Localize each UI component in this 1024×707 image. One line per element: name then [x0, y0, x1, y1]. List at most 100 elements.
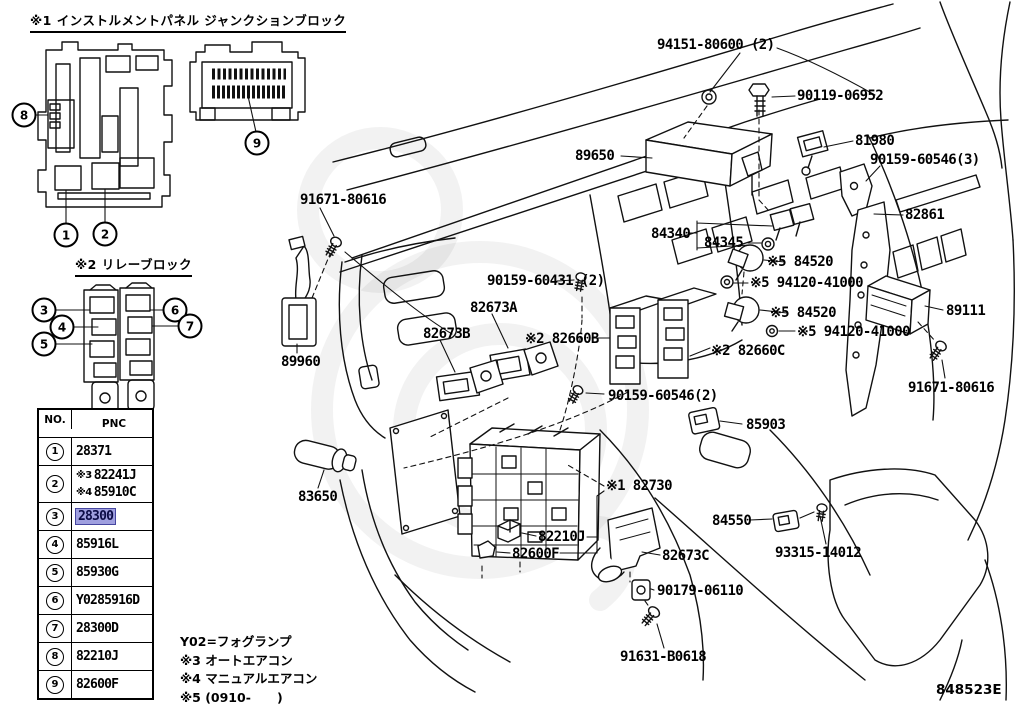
- part-label: 81980: [855, 133, 895, 149]
- pnc-cell[interactable]: 82210J: [72, 643, 152, 670]
- pnc-cell[interactable]: 28300: [72, 503, 152, 530]
- part-label: 89960: [281, 354, 321, 370]
- circled-number: 7: [46, 619, 64, 638]
- part-label: ※5 94120-41000: [750, 275, 864, 291]
- callout-5: 5: [31, 331, 57, 357]
- circled-number: 9: [46, 675, 64, 694]
- footnote-line: Y02=フォグランプ: [180, 634, 292, 649]
- table-row-3[interactable]: 3 28300: [39, 502, 152, 530]
- junction-block-drawing: [34, 41, 306, 225]
- circled-number: 6: [46, 591, 64, 610]
- callout-9: 9: [244, 130, 270, 156]
- part-label: 84550: [712, 513, 752, 529]
- part-label: 89650: [575, 148, 615, 164]
- pnc-code-selected[interactable]: 28300: [74, 508, 117, 525]
- callout-1: 1: [53, 222, 79, 248]
- part-label: ※5 84520: [770, 305, 837, 321]
- row-number: 7: [39, 615, 72, 642]
- row-number: 8: [39, 643, 72, 670]
- footnote-line: ※5 (0910- ): [180, 689, 283, 705]
- footnotes: Y02=フォグランプ ※3 オートエアコン ※4 マニュアルエアコン ※5 (0910…: [180, 633, 317, 707]
- part-label: 84345: [704, 235, 744, 251]
- part-label: 90179-06110: [657, 583, 744, 599]
- pnc-code[interactable]: 28371: [76, 444, 112, 459]
- footnote-line: ※3 オートエアコン: [180, 652, 293, 668]
- pnc-code[interactable]: 28300D: [76, 621, 119, 636]
- part-label: 91671-80616: [300, 192, 387, 208]
- part-label: 94151-80600 (2): [657, 37, 775, 53]
- pnc-code[interactable]: 82600F: [76, 677, 119, 692]
- circled-number: 4: [46, 535, 64, 554]
- part-label: 82673A: [470, 300, 518, 316]
- part-label: 93315-14012: [775, 545, 862, 561]
- table-row-4[interactable]: 4 85916L: [39, 530, 152, 558]
- pnc-cell[interactable]: 85916L: [72, 531, 152, 558]
- part-label: 90159-60431 (2): [487, 273, 605, 289]
- table-row-8[interactable]: 8 82210J: [39, 642, 152, 670]
- part-label: 84340: [651, 226, 691, 242]
- pnc-code[interactable]: 85930G: [76, 565, 119, 580]
- pnc-cell[interactable]: 28300D: [72, 615, 152, 642]
- pnc-code[interactable]: 85910C: [93, 485, 137, 500]
- callout-2: 2: [92, 221, 118, 247]
- table-row-5[interactable]: 5 85930G: [39, 558, 152, 586]
- pnc-prefix: ※4: [76, 487, 92, 498]
- row-number: 6: [39, 587, 72, 614]
- pnc-cell[interactable]: Y0285916D: [72, 587, 152, 614]
- part-label: 90119-06952: [797, 88, 884, 104]
- part-label: ※5 94120-41000: [797, 324, 911, 340]
- part-label: ※2 82660B: [525, 331, 599, 347]
- pnc-prefix: ※3: [76, 470, 92, 481]
- leader-lines: [296, 47, 946, 649]
- col-header-no: NO.: [39, 410, 72, 429]
- row-number: 4: [39, 531, 72, 558]
- table-row-7[interactable]: 7 28300D: [39, 614, 152, 642]
- footnote-line: ※4 マニュアルエアコン: [180, 671, 318, 686]
- table-row-9[interactable]: 9 82600F: [39, 670, 152, 698]
- circled-number: 5: [46, 563, 64, 582]
- part-label: ※5 84520: [767, 254, 834, 270]
- circled-number: 1: [46, 442, 64, 461]
- callout-4: 4: [49, 314, 75, 340]
- pnc-cell[interactable]: 85930G: [72, 559, 152, 586]
- part-label: 82673B: [423, 326, 471, 342]
- row-number: 3: [39, 503, 72, 530]
- part-label: ※2 82660C: [711, 343, 785, 359]
- part-label: 82210J: [538, 529, 586, 545]
- pnc-cell[interactable]: 28371: [72, 438, 152, 465]
- pnc-cell[interactable]: 82600F: [72, 671, 152, 698]
- table-row-1[interactable]: 1 28371: [39, 437, 152, 465]
- pnc-code[interactable]: 85916L: [76, 537, 119, 552]
- part-label: ※1 82730: [606, 478, 673, 494]
- circled-number: 8: [46, 647, 64, 666]
- part-label: 90159-60546(3): [870, 152, 980, 168]
- section2-title: ※2 リレーブロック: [75, 254, 192, 277]
- row-number: 5: [39, 559, 72, 586]
- row-number: 2: [39, 466, 72, 502]
- pnc-code[interactable]: Y0285916D: [76, 593, 140, 608]
- pnc-code[interactable]: 82210J: [76, 649, 119, 664]
- row-number: 9: [39, 671, 72, 698]
- part-label: 91671-80616: [908, 380, 995, 396]
- callout-8: 8: [11, 102, 37, 128]
- relay-block-drawing: [54, 282, 180, 413]
- part-label: 85903: [746, 417, 786, 433]
- drawing-number: 848523E: [936, 682, 1002, 698]
- part-label: 89111: [946, 303, 986, 319]
- part-label: 83650: [298, 489, 338, 505]
- circled-number: 2: [46, 475, 64, 493]
- table-row-6[interactable]: 6 Y0285916D: [39, 586, 152, 614]
- circled-number: 3: [46, 507, 64, 526]
- row-number: 1: [39, 438, 72, 465]
- part-label: 82861: [905, 207, 945, 223]
- pnc-code[interactable]: 82241J: [93, 468, 137, 483]
- part-label: 82673C: [662, 548, 710, 564]
- part-label: 90159-60546(2): [608, 388, 718, 404]
- section1-title: ※1 インストルメントパネル ジャンクションブロック: [30, 10, 347, 33]
- part-label: 91631-B0618: [620, 649, 707, 665]
- col-header-pnc: PNC: [101, 417, 127, 430]
